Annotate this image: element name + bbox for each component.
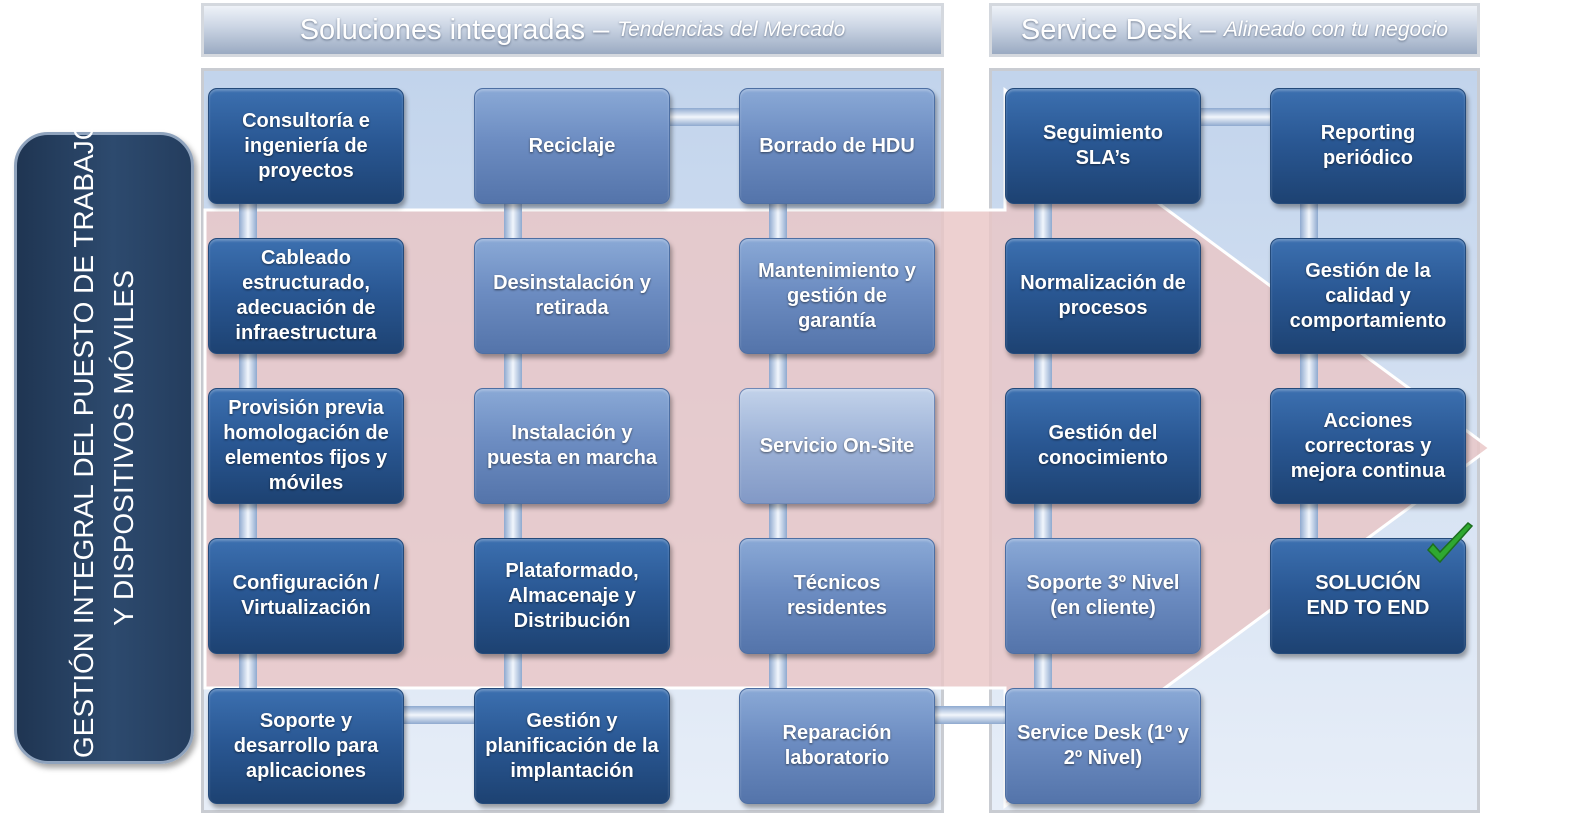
box-soporte-3-nivel: Soporte 3º Nivel (en cliente) — [1005, 538, 1201, 654]
solutions-header-title: Soluciones integradas — [299, 13, 586, 46]
side-title-line-2: Y DISPOSITIVOS MÓVILES — [108, 270, 139, 626]
box-cableado: Cableado estructurado, adecuación de inf… — [208, 238, 404, 354]
box-seguimiento-sla: Seguimiento SLA’s — [1005, 88, 1201, 204]
box-acciones-correctoras: Acciones correctoras y mejora continua — [1270, 388, 1466, 504]
box-desinstalacion: Desinstalación y retirada — [474, 238, 670, 354]
check-icon — [1426, 522, 1474, 564]
box-borrado-hdu: Borrado de HDU — [739, 88, 935, 204]
box-reparacion-laboratorio: Reparación laboratorio — [739, 688, 935, 804]
header-dash: – — [593, 13, 610, 46]
side-title: GESTIÓN INTEGRAL DEL PUESTO DE TRABAJO Y… — [64, 118, 144, 758]
service-desk-header-subtitle: Alineado con tu negocio — [1223, 18, 1449, 41]
box-gestion-planificacion: Gestión y planificación de la implantaci… — [474, 688, 670, 804]
side-title-panel: GESTIÓN INTEGRAL DEL PUESTO DE TRABAJO Y… — [14, 118, 194, 764]
box-gestion-conocimiento: Gestión del conocimiento — [1005, 388, 1201, 504]
service-desk-header-title: Service Desk — [1020, 13, 1192, 46]
box-reporting: Reporting periódico — [1270, 88, 1466, 204]
box-plataformado: Plataformado, Almacenaje y Distribución — [474, 538, 670, 654]
box-soporte-desarrollo: Soporte y desarrollo para aplicaciones — [208, 688, 404, 804]
box-servicio-onsite: Servicio On-Site — [739, 388, 935, 504]
horizontal-connectors — [395, 108, 1290, 724]
box-reciclaje: Reciclaje — [474, 88, 670, 204]
solutions-header-subtitle: Tendencias del Mercado — [617, 18, 846, 41]
header-dash: – — [1199, 13, 1216, 46]
box-solucion-end-to-end: SOLUCIÓN END TO END — [1270, 538, 1466, 654]
box-mantenimiento: Mantenimiento y gestión de garantía — [739, 238, 935, 354]
box-consultoria: Consultoría e ingeniería de proyectos — [208, 88, 404, 204]
box-service-desk-niveles: Service Desk (1º y 2º Nivel) — [1005, 688, 1201, 804]
box-provision: Provisión previa homologación de element… — [208, 388, 404, 504]
box-tecnicos-residentes: Técnicos residentes — [739, 538, 935, 654]
service-desk-header: Service Desk – Alineado con tu negocio — [989, 3, 1480, 57]
box-instalacion: Instalación y puesta en marcha — [474, 388, 670, 504]
box-configuracion: Configuración / Virtualización — [208, 538, 404, 654]
solutions-header: Soluciones integradas – Tendencias del M… — [201, 3, 944, 57]
side-title-line-1: GESTIÓN INTEGRAL DEL PUESTO DE TRABAJO — [68, 118, 99, 758]
box-gestion-calidad: Gestión de la calidad y comportamiento — [1270, 238, 1466, 354]
box-normalizacion: Normalización de procesos — [1005, 238, 1201, 354]
